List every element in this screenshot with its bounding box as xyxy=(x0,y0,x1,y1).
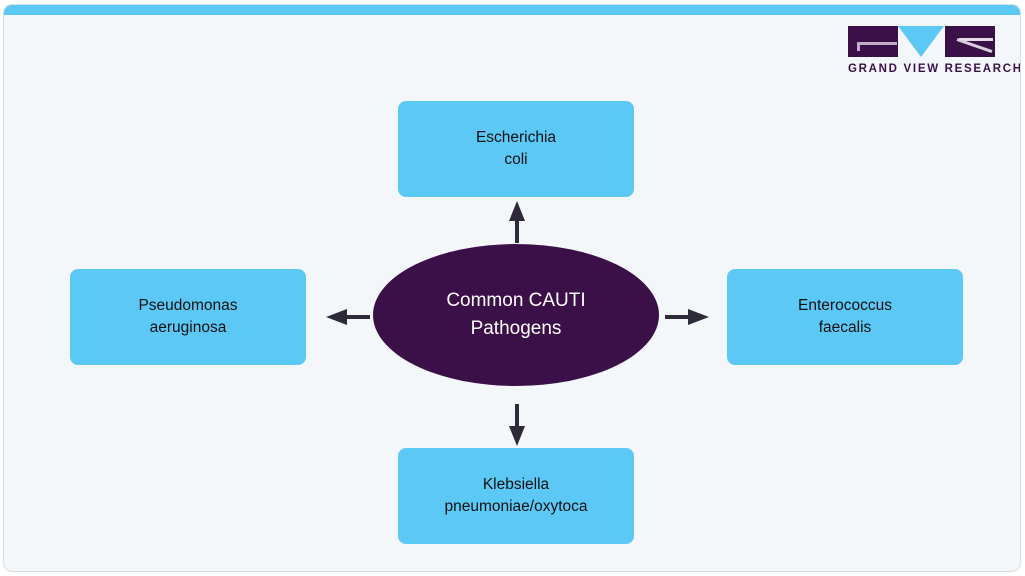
arrow-up-icon xyxy=(509,201,525,243)
arrow-head-shape xyxy=(326,309,347,325)
node-label: Enterococcus faecalis xyxy=(798,296,892,336)
node-pseudomonas-aeruginosa: Pseudomonas aeruginosa xyxy=(70,269,306,365)
logo-triangle-v-icon xyxy=(898,26,944,57)
logo-g-bar-shape xyxy=(857,42,897,45)
center-hub-label: Common CAUTI Pathogens xyxy=(446,290,586,339)
node-klebsiella-pneumoniae-oxytoca: Klebsiella pneumoniae/oxytoca xyxy=(398,448,634,544)
arrow-shaft-shape xyxy=(665,315,689,319)
logo-letter-g-icon xyxy=(848,26,898,57)
node-label: Pseudomonas aeruginosa xyxy=(138,296,238,336)
logo-g-stub-shape xyxy=(857,42,860,51)
logo-wordmark: GRAND VIEW RESEARCH xyxy=(848,63,1021,75)
arrow-left-icon xyxy=(326,309,370,325)
arrow-right-icon xyxy=(665,309,709,325)
logo-r-bar-shape xyxy=(959,38,993,41)
diagram-card: GRAND VIEW RESEARCH Common CAUTI Pathoge… xyxy=(3,4,1021,572)
arrow-head-shape xyxy=(509,201,525,221)
logo-marks xyxy=(848,26,998,58)
grand-view-research-logo: GRAND VIEW RESEARCH xyxy=(848,26,1021,80)
node-enterococcus-faecalis: Enterococcus faecalis xyxy=(727,269,963,365)
node-escherichia-coli: Escherichia coli xyxy=(398,101,634,197)
arrow-shaft-shape xyxy=(346,315,370,319)
arrow-down-icon xyxy=(509,404,525,446)
logo-letter-r-icon xyxy=(945,26,995,57)
node-label: Klebsiella pneumoniae/oxytoca xyxy=(444,475,588,515)
accent-top-bar xyxy=(4,5,1020,15)
arrow-shaft-shape xyxy=(515,219,519,243)
center-hub-node: Common CAUTI Pathogens xyxy=(373,244,659,386)
arrow-head-shape xyxy=(509,426,525,446)
arrow-head-shape xyxy=(688,309,709,325)
node-label: Escherichia coli xyxy=(475,128,557,168)
arrow-shaft-shape xyxy=(515,404,519,428)
